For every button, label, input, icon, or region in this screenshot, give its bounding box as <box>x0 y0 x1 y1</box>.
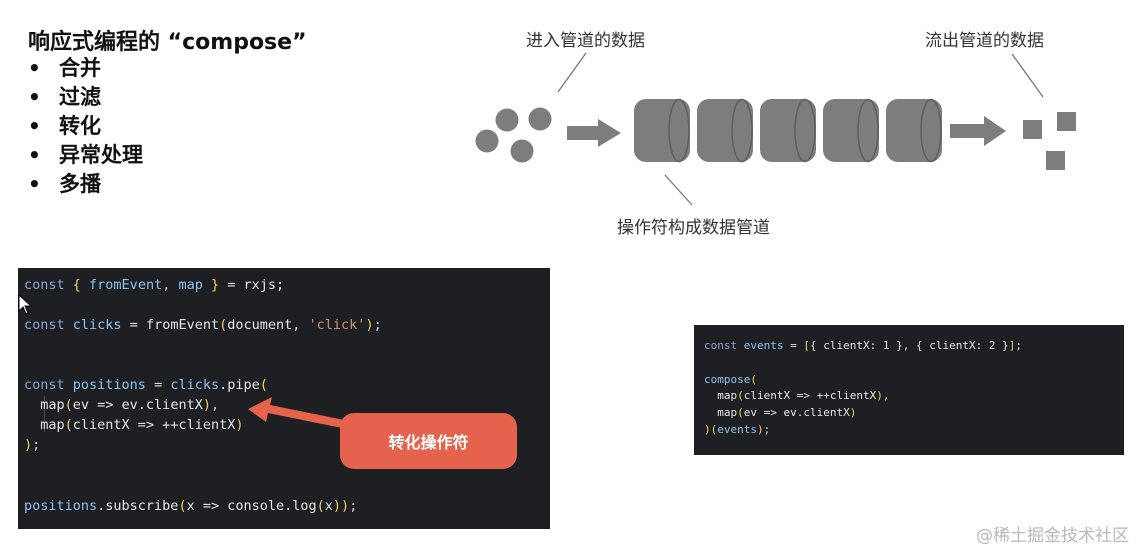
arrow-right-icon <box>950 116 1006 146</box>
list-item-label: 转化 <box>59 114 101 138</box>
list-item-label: 多播 <box>59 172 101 196</box>
feature-list: • 合并 • 过滤 • 转化 • 异常处理 • 多播 <box>28 54 143 199</box>
input-data-circle <box>495 108 519 132</box>
input-data-circle <box>475 129 499 153</box>
code-block-compose: const events = [{ clientX: 1 }, { client… <box>694 325 1124 455</box>
code-line: const clicks = fromEvent(document, 'clic… <box>24 317 382 333</box>
code-line: const events = [{ clientX: 1 }, { client… <box>704 339 1022 352</box>
code-line: const positions = clicks.pipe( <box>24 377 268 393</box>
pipe-label: 操作符构成数据管道 <box>617 218 770 238</box>
list-item: • 异常处理 <box>28 141 143 170</box>
pipe-cylinder <box>697 98 753 163</box>
callout-label: 转化操作符 <box>388 433 469 452</box>
transform-operator-callout: 转化操作符 <box>340 413 517 469</box>
pipeline-graphic <box>475 52 1076 206</box>
input-data-circle <box>510 139 534 163</box>
code-line: map(ev => ev.clientX) <box>704 406 857 419</box>
output-data-square <box>1057 112 1076 131</box>
arrow-right-icon <box>567 119 621 147</box>
list-item-label: 异常处理 <box>59 143 143 167</box>
code-line: map(clientX => ++clientX), <box>704 389 890 402</box>
bullet-icon: • <box>28 114 41 138</box>
mouse-cursor-icon <box>18 294 33 315</box>
code-line: )(events); <box>704 423 771 436</box>
code-line: map(clientX => ++clientX) <box>24 417 244 433</box>
output-data-square <box>1023 120 1042 139</box>
output-leader-line <box>1011 53 1044 98</box>
output-data-label: 流出管道的数据 <box>925 31 1044 51</box>
pipe-cylinder <box>760 98 816 163</box>
code-block-pipe: const { fromEvent, map } = rxjs; const c… <box>18 268 550 529</box>
code-line: const { fromEvent, map } = rxjs; <box>24 277 285 293</box>
callout-arrow-icon <box>248 397 344 428</box>
pipe-cylinder <box>823 98 879 163</box>
slide-title: 响应式编程的 “compose” <box>28 30 307 55</box>
list-item: • 过滤 <box>28 83 143 112</box>
list-item-label: 过滤 <box>59 85 101 109</box>
pipe-leader-line <box>664 174 693 206</box>
code-line: positions.subscribe(x => console.log(x))… <box>24 498 358 514</box>
input-data-circle <box>528 107 552 131</box>
list-item-label: 合并 <box>59 56 101 80</box>
list-item: • 转化 <box>28 112 143 141</box>
input-data-label: 进入管道的数据 <box>526 31 645 51</box>
pipeline-diagram: 进入管道的数据 流出管道的数据 操作符构成数据管道 <box>0 0 1137 260</box>
bullet-icon: • <box>28 172 41 196</box>
pipe-cylinder <box>634 98 690 163</box>
bullet-icon: • <box>28 143 41 167</box>
code-line: ); <box>24 437 41 453</box>
watermark: @稀土掘金技术社区 <box>976 526 1129 546</box>
pipe-cylinder <box>886 98 942 163</box>
bullet-icon: • <box>28 56 41 80</box>
indent-guide <box>44 396 45 432</box>
output-data-square <box>1046 151 1065 170</box>
input-leader-line <box>557 52 587 93</box>
code-line: compose( <box>704 373 757 386</box>
list-item: • 合并 <box>28 54 143 83</box>
bullet-icon: • <box>28 85 41 109</box>
list-item: • 多播 <box>28 170 143 199</box>
code-line: map(ev => ev.clientX), <box>24 397 220 413</box>
